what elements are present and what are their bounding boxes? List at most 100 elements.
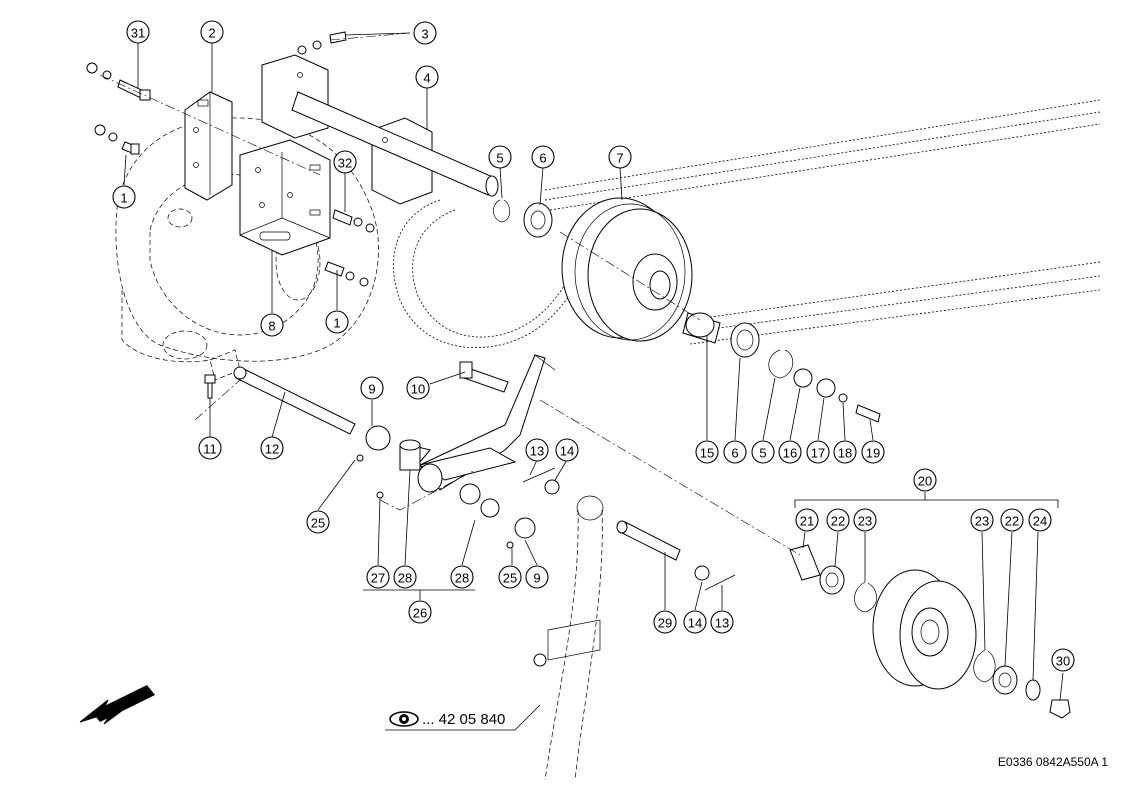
bolt-10 bbox=[459, 361, 509, 393]
callout-7: 7 bbox=[608, 145, 632, 169]
callout-label: 13 bbox=[715, 616, 729, 631]
callout-circle bbox=[126, 20, 150, 44]
callout-label: 1 bbox=[333, 316, 340, 331]
callout-label: 31 bbox=[131, 26, 145, 41]
callout-5: 5 bbox=[488, 145, 512, 169]
callout-label: 2 bbox=[208, 26, 215, 41]
drawing-code: E0336 0842A550A 1 bbox=[998, 755, 1108, 769]
callout-label: 22 bbox=[831, 514, 845, 529]
callout-circle bbox=[861, 440, 885, 464]
callout-circle bbox=[498, 565, 522, 589]
callout-circle bbox=[555, 438, 579, 462]
callout-15: 15 bbox=[695, 440, 719, 464]
callout-9: 9 bbox=[525, 565, 549, 589]
callout-label: 25 bbox=[503, 571, 517, 586]
pulley-7 bbox=[561, 197, 693, 342]
callout-14: 14 bbox=[683, 610, 707, 634]
callout-label: 24 bbox=[1033, 514, 1047, 529]
callout-circle bbox=[450, 565, 474, 589]
callout-circle bbox=[333, 150, 357, 174]
callout-circle bbox=[488, 145, 512, 169]
callout-21: 21 bbox=[795, 508, 819, 532]
callout-label: 9 bbox=[533, 571, 540, 586]
callout-label: 7 bbox=[616, 151, 623, 166]
callout-label: 6 bbox=[731, 446, 738, 461]
callout-label: 12 bbox=[265, 442, 279, 457]
bolt-11 bbox=[204, 374, 216, 399]
callout-1: 1 bbox=[112, 185, 136, 209]
callout-label: 10 bbox=[411, 382, 425, 397]
callout-label: 16 bbox=[783, 446, 797, 461]
callout-5: 5 bbox=[751, 440, 775, 464]
callout-18: 18 bbox=[833, 440, 857, 464]
callout-label: 29 bbox=[658, 616, 672, 631]
callout-circle bbox=[853, 508, 877, 532]
bracket-2 bbox=[184, 91, 233, 201]
callout-17: 17 bbox=[806, 440, 830, 464]
pin-29 bbox=[522, 467, 736, 591]
callout-16: 16 bbox=[778, 440, 802, 464]
callout-circle bbox=[1000, 508, 1024, 532]
callout-circle bbox=[200, 20, 224, 44]
callout-circle bbox=[198, 436, 222, 460]
callout-label: 13 bbox=[530, 444, 544, 459]
callout-22: 22 bbox=[1000, 508, 1024, 532]
callout-label: 19 bbox=[866, 446, 880, 461]
callout-label: 14 bbox=[560, 444, 574, 459]
callout-circle bbox=[366, 565, 390, 589]
callout-circle bbox=[608, 145, 632, 169]
callout-circle bbox=[393, 565, 417, 589]
callout-14: 14 bbox=[555, 438, 579, 462]
callout-circle bbox=[695, 440, 719, 464]
callout-label: 32 bbox=[338, 156, 352, 171]
callout-26: 26 bbox=[408, 600, 432, 624]
callout-9: 9 bbox=[360, 376, 384, 400]
callout-25: 25 bbox=[306, 510, 330, 534]
callout-circle bbox=[833, 440, 857, 464]
callout-27: 27 bbox=[366, 565, 390, 589]
callout-circle bbox=[112, 185, 136, 209]
callout-circle bbox=[806, 440, 830, 464]
callout-label: 25 bbox=[311, 516, 325, 531]
bearing-stack-right bbox=[682, 312, 881, 423]
callout-label: 27 bbox=[371, 571, 385, 586]
callout-circle bbox=[778, 440, 802, 464]
callout-circle bbox=[408, 600, 432, 624]
callout-30: 30 bbox=[1051, 648, 1075, 672]
callout-circle bbox=[406, 376, 430, 400]
pin-12 bbox=[233, 366, 356, 435]
leader-lines bbox=[123, 32, 1064, 731]
assembly-axes bbox=[99, 32, 801, 556]
callout-label: 26 bbox=[413, 606, 427, 621]
callout-2: 2 bbox=[200, 20, 224, 44]
callout-label: 23 bbox=[858, 514, 872, 529]
callout-circle bbox=[1051, 648, 1075, 672]
callout-circle bbox=[710, 610, 734, 634]
callout-circle bbox=[260, 436, 284, 460]
callout-label: 22 bbox=[1005, 514, 1019, 529]
callout-circle bbox=[683, 610, 707, 634]
callout-circle bbox=[795, 508, 819, 532]
callout-label: 28 bbox=[455, 571, 469, 586]
callout-label: 30 bbox=[1056, 654, 1070, 669]
callout-13: 13 bbox=[710, 610, 734, 634]
callout-24: 24 bbox=[1028, 508, 1052, 532]
callout-25: 25 bbox=[498, 565, 522, 589]
callout-label: 21 bbox=[800, 514, 814, 529]
callout-6: 6 bbox=[531, 145, 555, 169]
shaft-bracket-4 bbox=[261, 54, 499, 205]
callout-label: 6 bbox=[539, 151, 546, 166]
callout-label: 5 bbox=[496, 151, 503, 166]
callout-8: 8 bbox=[260, 313, 284, 337]
callout-label: 15 bbox=[700, 446, 714, 461]
callout-label: 14 bbox=[688, 616, 702, 631]
callout-20: 20 bbox=[913, 468, 937, 492]
callout-28: 28 bbox=[393, 565, 417, 589]
bracket-8 bbox=[239, 139, 331, 256]
idler-pulley-group bbox=[789, 544, 1071, 719]
callout-label: 28 bbox=[398, 571, 412, 586]
callout-19: 19 bbox=[861, 440, 885, 464]
callout-circle bbox=[525, 438, 549, 462]
